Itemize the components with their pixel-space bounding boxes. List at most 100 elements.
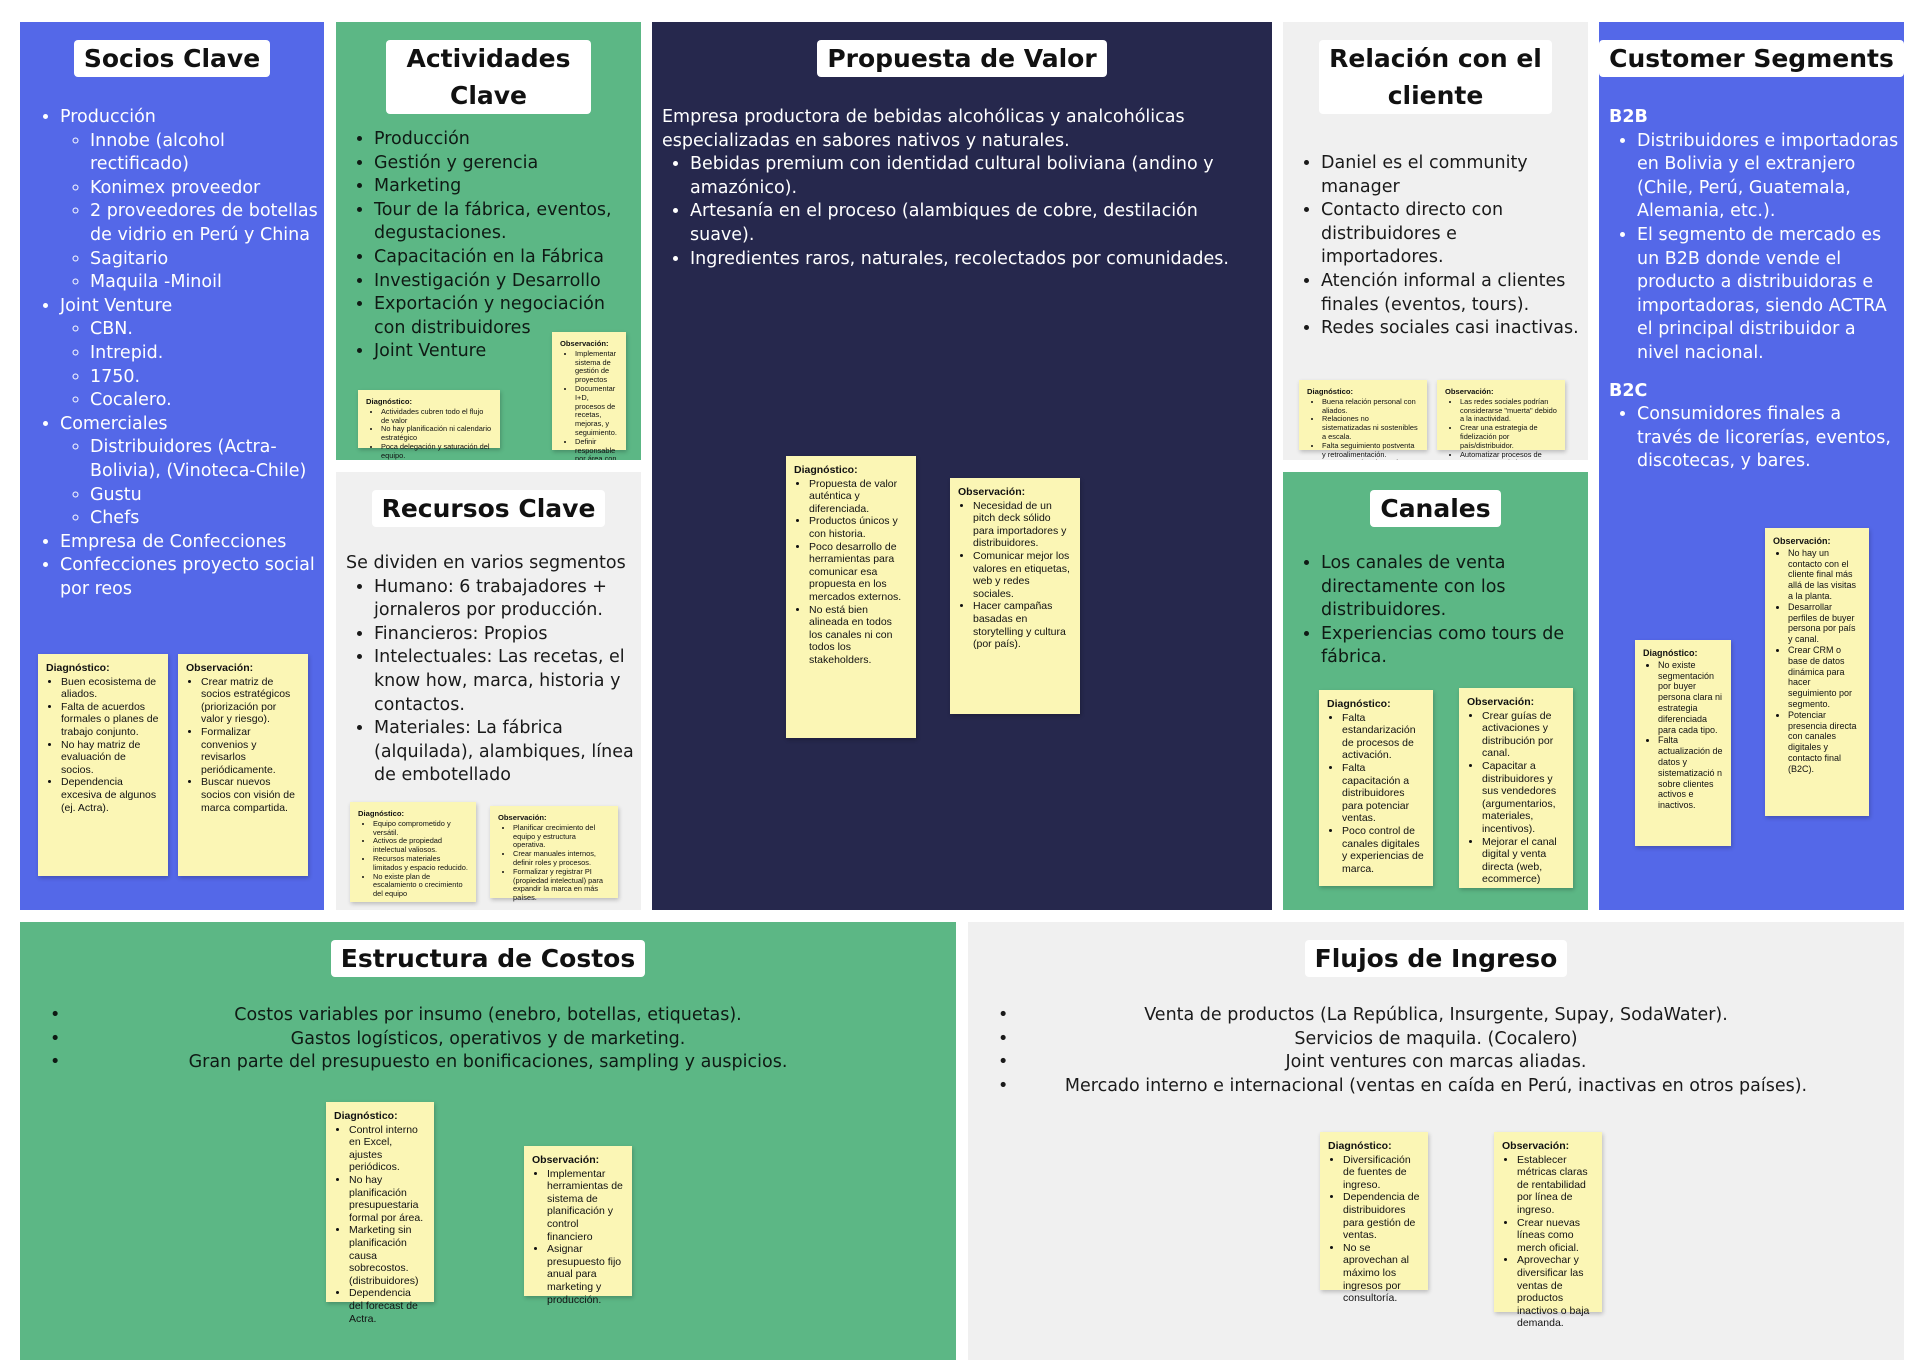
list-item: Las redes sociales podrían considerarse … xyxy=(1460,397,1557,424)
panel-title: Socios Clave xyxy=(73,40,271,77)
panel-title: Customer Segments xyxy=(1599,40,1904,77)
list-item: Aprovechar y diversificar las ventas de … xyxy=(1517,1254,1594,1330)
list-item: Redes sociales casi inactivas. xyxy=(1321,317,1585,341)
bullet-list: Buen ecosistema de aliados.Falta de acue… xyxy=(46,676,160,815)
list-item: Marketing xyxy=(374,175,636,199)
list-item: Contacto directo con distribuidores e im… xyxy=(1321,199,1585,270)
panel-title: Canales xyxy=(1370,490,1501,527)
panel-socios-clave: Socios Clave Producción Innobe (alcohol … xyxy=(20,22,324,910)
list-item: Experiencias como tours de fábrica. xyxy=(1321,623,1585,670)
panel-flujos-ingreso: Flujos de Ingreso Venta de productos (La… xyxy=(968,922,1904,1360)
list-item: Planificar crecimiento del equipo y estr… xyxy=(513,823,610,850)
observation-sticky-note: Observación: Necesidad de un pitch deck … xyxy=(950,478,1080,714)
bullet-list: Control interno en Excel, ajustes periód… xyxy=(334,1124,426,1326)
list-item: No hay planificación ni calendario estra… xyxy=(381,425,492,443)
panel-canales: Canales Los canales de venta directament… xyxy=(1283,472,1588,910)
list-item: Cocalero. xyxy=(90,389,322,413)
list-item: Falta estandarización de procesos de act… xyxy=(1342,712,1425,762)
bullet-list: Actividades cubren todo el flujo de valo… xyxy=(366,407,492,460)
panel-title: Flujos de Ingreso xyxy=(1304,940,1568,977)
observation-sticky-note: Observación: Establecer métricas claras … xyxy=(1494,1132,1602,1329)
list-item: Producción xyxy=(60,107,156,127)
partners-list: Producción Innobe (alcohol rectificado) … xyxy=(32,106,322,601)
list-item: CBN. xyxy=(90,318,322,342)
bullet-list: Consumidores finales a través de licorer… xyxy=(1609,403,1901,474)
list-item: Falta capacitación a distribuidores para… xyxy=(1342,762,1425,825)
observation-sticky-note: Observación: Crear matriz de socios estr… xyxy=(178,654,308,876)
bullet-list: Equipo comprometido y versátil.Activos d… xyxy=(358,819,468,899)
list-item: Exportación y negociación con distribuid… xyxy=(374,293,636,340)
list-item: Crear una estrategia de fidelización por… xyxy=(1460,423,1557,450)
list-item: Investigación y Desarrollo xyxy=(374,270,636,294)
diagnostic-sticky-note: Diagnóstico: Buena relación personal con… xyxy=(1299,380,1427,460)
list-item: Buena relación personal con aliados. xyxy=(1322,397,1419,416)
list-item: Confecciones proyecto social por reos xyxy=(60,554,322,601)
intro-text: Se dividen en varios segmentos xyxy=(346,553,626,573)
list-item: Tour de la fábrica, eventos, degustacion… xyxy=(374,199,636,246)
segment-heading-b2b: B2B xyxy=(1609,107,1648,127)
list-item: Chefs xyxy=(90,507,322,531)
list-item: Intelectuales: Las recetas, el know how,… xyxy=(374,646,638,717)
panel-estructura-costos: Estructura de Costos Costos variables po… xyxy=(20,922,956,1360)
list-item: Diversificación de fuentes de ingreso. xyxy=(1343,1154,1420,1192)
list-item: Los canales de venta directamente con lo… xyxy=(1321,552,1585,623)
list-item: Formalizar y registrar PI (propiedad int… xyxy=(513,867,610,903)
bullet-list: Planificar crecimiento del equipo y estr… xyxy=(498,823,610,903)
list-item: Activos de propiedad intelectual valioso… xyxy=(373,837,468,855)
bullet-list: Daniel es el community managerContacto d… xyxy=(1293,152,1585,341)
observation-sticky-note: Observación: No hay un contacto con el c… xyxy=(1765,528,1869,816)
list-item: Control interno en Excel, ajustes periód… xyxy=(349,1124,426,1174)
list-item: Distribuidores e importadoras en Bolivia… xyxy=(1637,130,1901,224)
list-item: Falta seguimiento postventa y retroalime… xyxy=(1322,441,1419,460)
diagnostic-sticky-note: Diagnóstico: Actividades cubren todo el … xyxy=(358,390,500,460)
panel-customer-segments: Customer Segments B2B Distribuidores e i… xyxy=(1599,22,1904,910)
bullet-list: Las redes sociales podrían considerarse … xyxy=(1445,397,1557,460)
list-item: Gastos logísticos, operativos y de marke… xyxy=(28,1028,948,1052)
list-item: Relaciones no sistematizadas ni sostenib… xyxy=(1322,414,1419,441)
bullet-list: Buena relación personal con aliados.Rela… xyxy=(1307,397,1419,460)
bullet-list: No existe segmentación por buyer persona… xyxy=(1643,660,1723,811)
bullet-list: No hay un contacto con el cliente final … xyxy=(1773,548,1861,775)
panel-title: Recursos Clave xyxy=(371,490,606,527)
bullet-list: Distribuidores e importadoras en Bolivia… xyxy=(1609,130,1901,366)
list-item: Costos variables por insumo (enebro, bot… xyxy=(28,1004,948,1028)
diagnostic-sticky-note: Diagnóstico: Falta estandarización de pr… xyxy=(1319,690,1433,886)
diagnostic-sticky-note: Diagnóstico: Propuesta de valor auténtic… xyxy=(786,456,916,738)
list-item: Financieros: Propios xyxy=(374,623,638,647)
list-item: Poco desarrollo de herramientas para com… xyxy=(809,541,908,604)
list-item: Documentar I+D, procesos de recetas, mej… xyxy=(575,384,618,438)
bullet-list: Propuesta de valor auténtica y diferenci… xyxy=(794,478,908,667)
panel-actividades-clave: Actividades Clave ProducciónGestión y ge… xyxy=(336,22,641,460)
list-item: Innobe (alcohol rectificado) xyxy=(90,130,322,177)
list-item: Poca delegación y saturación del equipo. xyxy=(381,442,492,460)
list-item: Comerciales xyxy=(60,413,168,434)
list-item: Crear nuevas líneas como merch oficial. xyxy=(1517,1217,1594,1255)
list-item: Buscar nuevos socios con visión de marca… xyxy=(201,776,300,814)
bullet-list: Falta estandarización de procesos de act… xyxy=(1327,712,1425,876)
list-item: Falta de acuerdos formales o planes de t… xyxy=(61,701,160,739)
observation-sticky-note: Observación: Crear guías de activaciones… xyxy=(1459,688,1573,888)
bullet-list: Costos variables por insumo (enebro, bot… xyxy=(28,1004,948,1075)
segment-heading-b2c: B2C xyxy=(1609,380,1648,401)
list-item: No se aprovechan al máximo los ingresos … xyxy=(1343,1242,1420,1305)
list-item: 2 proveedores de botellas de vidrio en P… xyxy=(90,200,322,247)
list-item: Automatizar procesos de contacto, seguim… xyxy=(1460,450,1557,460)
bullet-list: Establecer métricas claras de rentabilid… xyxy=(1502,1154,1594,1330)
list-item: No hay un contacto con el cliente final … xyxy=(1788,548,1861,602)
list-item: Intrepid. xyxy=(90,342,322,366)
list-item: Empresa de Confecciones xyxy=(60,531,322,555)
activities-list: ProducciónGestión y gerenciaMarketingTou… xyxy=(346,128,636,364)
value-proposition-text: Empresa productora de bebidas alcohólica… xyxy=(662,106,1262,271)
list-item: Definir responsable por área con KPIs cl… xyxy=(575,437,618,460)
list-item: No está bien alineada en todos los canal… xyxy=(809,604,908,667)
list-item: Dependencia excesiva de algunos (ej. Act… xyxy=(61,776,160,814)
list-item: No hay planificación presupuestaria form… xyxy=(349,1174,426,1224)
list-item: No existe plan de escalamiento o crecimi… xyxy=(373,872,468,899)
list-item: Desarrollar perfiles de buyer persona po… xyxy=(1788,602,1861,645)
list-item: Distribuidores (Actra-Bolivia), (Vinotec… xyxy=(90,436,322,483)
revenue-list: Venta de productos (La República, Insurg… xyxy=(976,1004,1896,1098)
list-item: Joint ventures con marcas aliadas. xyxy=(976,1051,1896,1075)
diagnostic-sticky-note: Diagnóstico: Diversificación de fuentes … xyxy=(1320,1132,1428,1304)
list-item: 1750. xyxy=(90,366,322,390)
list-item: Hacer campañas basadas en storytelling y… xyxy=(973,600,1072,650)
